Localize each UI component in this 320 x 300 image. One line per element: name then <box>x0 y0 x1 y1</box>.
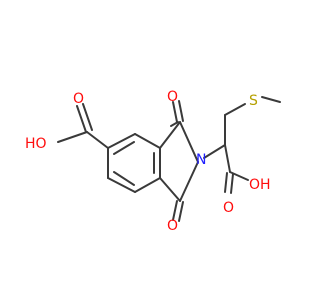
label-o-top: O <box>167 89 178 105</box>
bond-co-top-1 <box>172 101 178 123</box>
label-o-bottom: O <box>167 218 178 234</box>
background <box>0 0 300 300</box>
bond-ring-5 <box>107 177 136 193</box>
bond-ring-inner-1 <box>113 141 135 155</box>
bond-co-bottom-2 <box>178 201 184 222</box>
atom-labels: HO O O N O S O OH <box>25 89 271 234</box>
bond-ring-inner-3 <box>113 171 135 186</box>
bond-s-ch3 <box>261 96 281 103</box>
bond-ring-1 <box>107 133 136 149</box>
bond-ch2-s <box>224 103 246 116</box>
bond-cooh2-o-1 <box>224 172 228 193</box>
label-o-right: O <box>223 200 234 216</box>
bond-co-top-2 <box>178 100 184 122</box>
bond-cooh-c-oh <box>57 131 88 143</box>
label-oh-right: OH <box>249 177 271 193</box>
bond-imide-3 <box>179 161 199 202</box>
bond-cooh-c-o-1 <box>76 105 87 133</box>
bond-calpha-cooh <box>224 144 231 173</box>
bond-ring-4 <box>134 177 161 193</box>
label-o-left: O <box>73 91 84 107</box>
label-s: S <box>249 93 258 109</box>
bond-imide-4 <box>159 177 181 202</box>
bond-cooh2-o-2 <box>230 173 234 194</box>
bond-co-bottom-1 <box>172 200 178 221</box>
bond-ring-2 <box>134 133 161 149</box>
bonds <box>57 96 281 222</box>
molecule-diagram: HO O O N O S O OH <box>0 0 300 300</box>
bond-imide-2 <box>179 121 199 163</box>
bond-imide-1 <box>159 121 181 149</box>
bond-n-calpha <box>203 144 226 159</box>
label-oh-left: HO <box>25 136 47 152</box>
bond-cooh-c-o-2 <box>82 103 93 131</box>
bond-cooh-ring <box>86 131 109 149</box>
label-n: N <box>196 152 206 168</box>
